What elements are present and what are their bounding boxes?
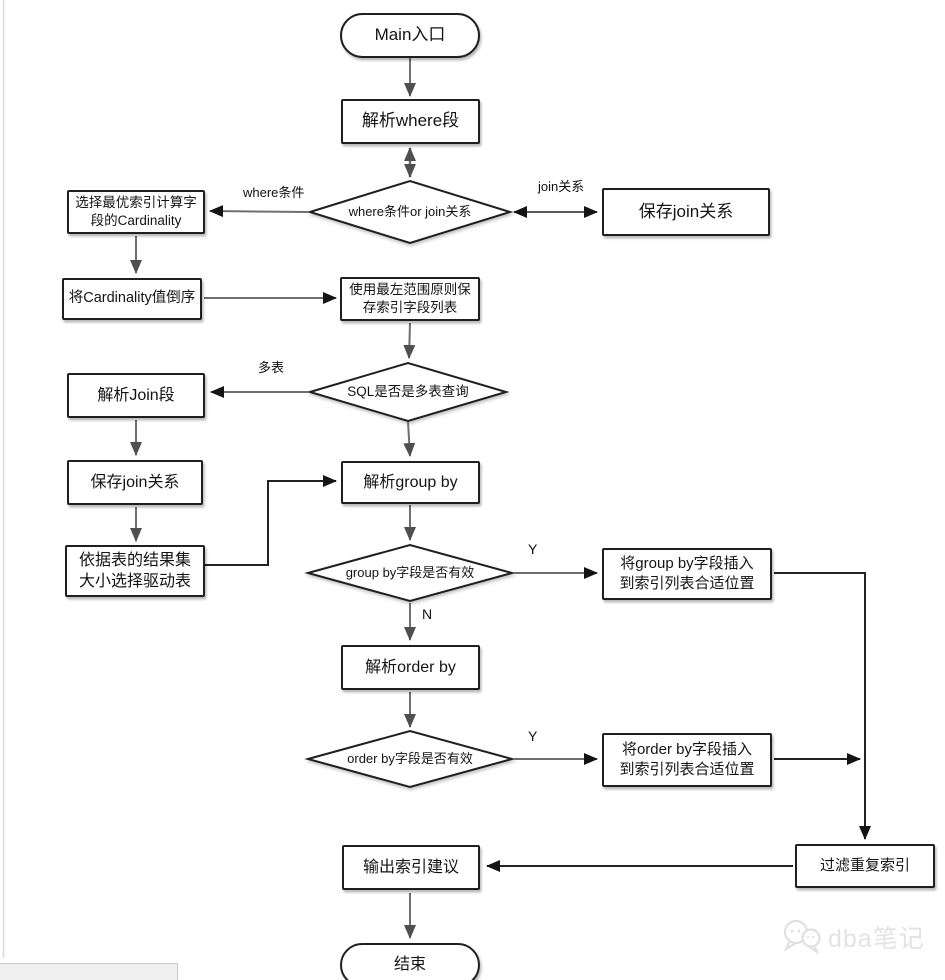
node-save-join-left-label: 保存join关系 [90,473,180,491]
group-by-decision-diamond [304,543,516,603]
where-decision-label: where条件or join关系 [348,204,472,220]
edge-insertgroup-to-filter [774,572,871,840]
node-choose-cardinality-label: 选择最优索引计算字 段的Cardinality [75,195,197,228]
edge-sqldiamond-to-parsegroup [403,421,416,457]
node-filter-duplicate: 过滤重复索引 [795,844,935,888]
edge-label-order-yes: Y [528,728,538,744]
node-choose-driving: 依据表的结果集 大小选择驱动表 [65,545,205,597]
node-leftmost-rule-label: 使用最左范围原则保 存索引字段列表 [349,282,471,315]
bottom-partial-bar[interactable] [0,963,178,980]
node-parse-group-by-label: 解析group by [363,473,458,491]
node-parse-where-label: 解析where段 [361,111,460,131]
order-by-decision-label: order by字段是否有效 [347,751,473,767]
node-save-join-left: 保存join关系 [67,460,203,505]
node-leftmost-rule: 使用最左范围原则保 存索引字段列表 [340,277,480,321]
edge-label-join-relation: join关系 [538,179,585,194]
node-save-join-right: 保存join关系 [602,188,770,236]
node-main-entry-label: Main入口 [374,25,446,45]
node-choose-driving-label: 依据表的结果集 大小选择驱动表 [78,551,191,590]
node-main-entry: Main入口 [340,13,480,58]
sql-multi-decision-diamond [306,361,510,423]
node-output-suggestion-label: 输出索引建议 [362,858,459,876]
node-insert-group-by: 将group by字段插入 到索引列表合适位置 [602,548,772,600]
edge-leftmost-to-sqldiamond [403,322,416,359]
where-decision-diamond [306,179,514,245]
node-end-label: 结束 [393,956,426,974]
edge-label-where-condition: where条件 [243,185,305,200]
node-insert-order-by-label: 将order by字段插入 到索引列表合适位置 [619,741,755,778]
sql-multi-decision-label: SQL是否是多表查询 [347,383,469,399]
node-insert-order-by: 将order by字段插入 到索引列表合适位置 [602,733,772,787]
node-end: 结束 [340,943,480,980]
node-parse-order-by: 解析order by [341,645,480,690]
node-parse-where: 解析where段 [341,99,480,144]
node-save-join-right-label: 保存join关系 [638,201,734,221]
edge-wherediamond-to-cardinality [209,205,309,218]
edge-driving-to-parsegroup [205,475,337,566]
wechat-bubbles-icon [783,919,821,955]
watermark: dba笔记 [781,918,925,956]
node-output-suggestion: 输出索引建议 [342,845,480,890]
node-parse-order-by-label: 解析order by [365,658,456,676]
node-parse-join: 解析Join段 [67,373,205,418]
node-parse-group-by: 解析group by [341,461,480,504]
node-sort-cardinality: 将Cardinality值倒序 [62,278,202,320]
node-choose-cardinality: 选择最优索引计算字 段的Cardinality [67,190,205,234]
node-filter-duplicate-label: 过滤重复索引 [819,857,910,875]
group-by-decision-label: group by字段是否有效 [345,565,475,581]
edge-label-group-yes: Y [528,541,538,557]
watermark-text: dba笔记 [828,925,925,953]
node-insert-group-by-label: 将group by字段插入 到索引列表合适位置 [619,555,755,592]
edge-label-multi-table: 多表 [258,360,285,375]
order-by-decision-diamond [304,729,516,789]
edge-label-group-no: N [422,606,433,622]
node-sort-cardinality-label: 将Cardinality值倒序 [68,290,196,307]
node-parse-join-label: 解析Join段 [97,386,175,404]
